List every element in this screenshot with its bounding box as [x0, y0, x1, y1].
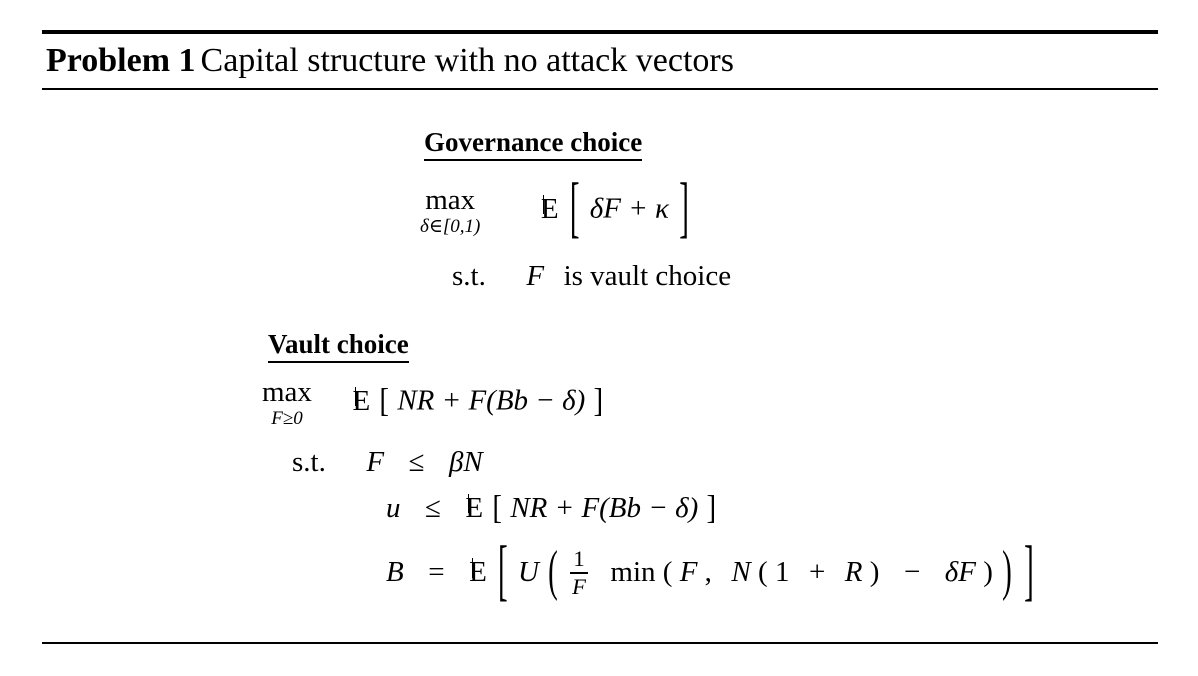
governance-max-operator: max δ∈[0,1)	[420, 184, 481, 237]
vault-max-label: max	[262, 376, 312, 408]
governance-objective: max δ∈[0,1) E [ δF + κ ]	[420, 174, 692, 242]
min-comma: ,	[704, 556, 712, 589]
expectation-operator-icon: E	[469, 556, 487, 589]
fraction-bar	[570, 572, 588, 575]
governance-constraint-variable: F	[526, 260, 545, 292]
problem-title-text: Capital structure with no attack vectors	[200, 42, 734, 79]
title-rule	[42, 88, 1158, 90]
expectation-operator-icon: E	[465, 492, 484, 524]
governance-max-label: max	[425, 184, 476, 216]
vault-constraint-1-rhs: βN	[448, 446, 483, 478]
vault-max-limits: F≥0	[271, 408, 303, 429]
vault-objective: max F≥0 E [ NR + F(Bb − δ) ]	[262, 376, 604, 429]
fraction-denominator: F	[572, 574, 586, 600]
vault-objective-expression: NR + F(Bb − δ)	[397, 384, 586, 417]
governance-constraint-row: s.t. F is vault choice	[452, 262, 731, 291]
left-bracket-icon: [	[569, 170, 580, 246]
bottom-rule	[42, 642, 1158, 644]
governance-constraint-text: is vault choice	[563, 260, 732, 292]
delta-symbol: δ	[944, 556, 959, 589]
left-paren-icon: (	[548, 540, 558, 603]
vault-constraint-2-relation: ≤	[425, 492, 441, 524]
right-bracket-icon: ]	[706, 489, 717, 527]
face-value-symbol: F	[958, 556, 976, 589]
vault-constraint-3-relation: =	[428, 556, 445, 589]
right-bracket-icon: ]	[1024, 533, 1034, 610]
vault-max-operator: max F≥0	[262, 376, 312, 429]
min-arg-1: F	[679, 556, 698, 589]
vault-constraint-2-lhs: u	[386, 492, 401, 524]
right-bracket-icon: ]	[679, 170, 689, 246]
fraction-numerator: 1	[573, 545, 585, 571]
expectation-operator-icon: E	[352, 384, 371, 417]
min-arg-2-N: N	[731, 556, 751, 589]
vault-heading: Vault choice	[268, 328, 409, 363]
min-arg-2-right-paren: )	[869, 556, 880, 589]
minus-operator: −	[903, 556, 921, 589]
vault-subject-to-label: s.t.	[292, 446, 326, 478]
min-arg-2-left-paren: (	[758, 556, 768, 589]
min-right-paren: )	[983, 556, 993, 589]
governance-objective-expression: δF + κ	[589, 192, 669, 225]
expectation-operator-icon: E	[540, 192, 559, 225]
utility-function-symbol: U	[517, 556, 539, 589]
problem-label: Problem 1	[46, 42, 196, 79]
right-paren-icon: )	[1002, 540, 1012, 603]
vault-constraint-2-expression: NR + F(Bb − δ)	[510, 492, 699, 524]
vault-constraint-1-lhs: F	[366, 446, 385, 478]
left-bracket-icon: [	[379, 382, 390, 419]
left-bracket-icon: [	[492, 489, 503, 527]
min-arg-2-R: R	[844, 556, 863, 589]
top-rule	[42, 30, 1158, 34]
plus-operator: +	[808, 556, 826, 589]
governance-max-limits: δ∈[0,1)	[420, 216, 481, 237]
vault-constraint-1-relation: ≤	[408, 446, 425, 478]
min-arg-2-one: 1	[774, 556, 790, 589]
vault-constraint-row-3: B = E [ U ( 1 F min ( F , N ( 1 + R ) − …	[386, 537, 1037, 605]
min-operator-label: min	[610, 556, 656, 589]
vault-constraint-row-2: u ≤ E [ NR + F(Bb − δ) ]	[386, 489, 717, 527]
left-bracket-icon: [	[498, 533, 508, 610]
governance-subject-to-label: s.t.	[452, 260, 486, 292]
vault-constraint-3-lhs: B	[386, 556, 404, 589]
min-left-paren: (	[662, 556, 673, 589]
governance-heading: Governance choice	[424, 126, 643, 161]
right-bracket-icon: ]	[593, 382, 604, 419]
inverse-face-value-fraction: 1 F	[570, 545, 588, 600]
vault-constraint-row-1: s.t. F ≤ βN	[292, 448, 483, 477]
